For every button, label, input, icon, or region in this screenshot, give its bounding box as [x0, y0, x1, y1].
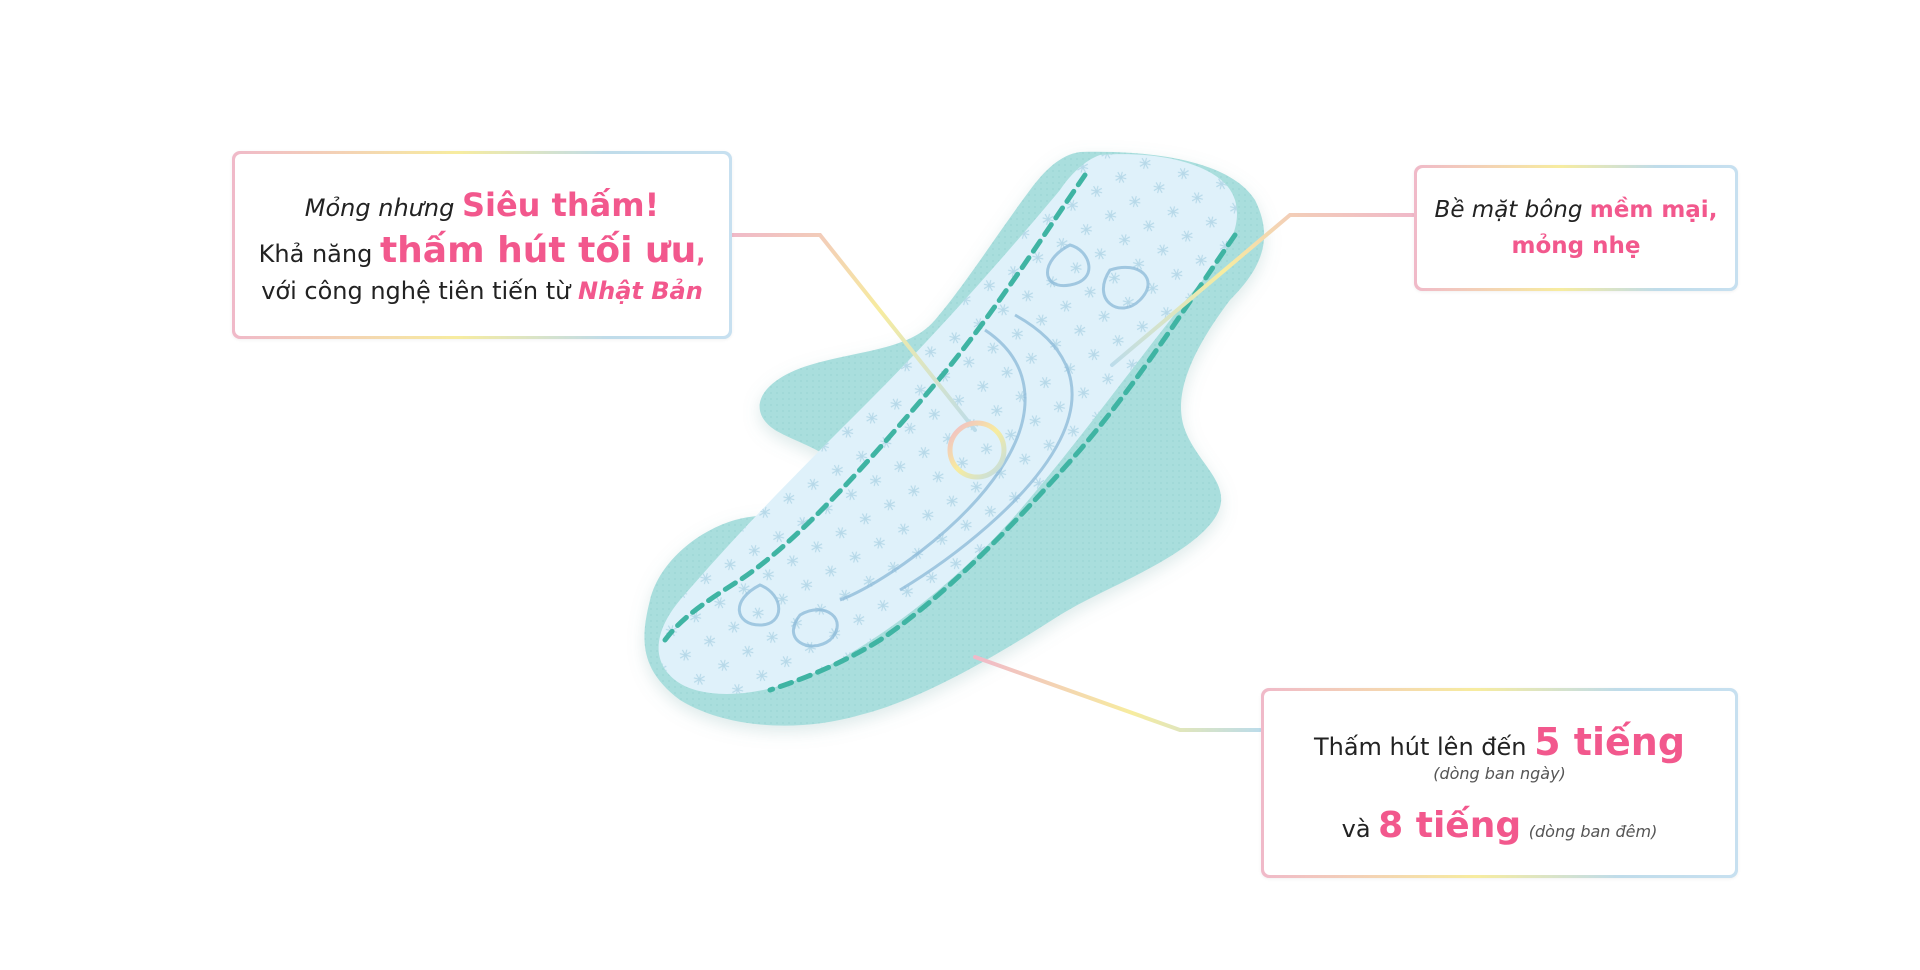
duration-line-2-prefix: và	[1341, 815, 1379, 843]
callout-absorbency-content: Mỏng nhưng Siêu thấm! Khả năng thấm hút …	[235, 154, 729, 336]
absorbency-line-2-prefix: Khả năng	[258, 239, 380, 268]
surface-line-2: mỏng nhẹ	[1512, 228, 1641, 264]
surface-line-1-highlight: mềm mại,	[1589, 197, 1718, 223]
connector-lines	[726, 213, 1415, 732]
callout-duration: Thấm hút lên đến 5 tiếng (dòng ban ngày)…	[1261, 688, 1738, 878]
duration-day-note: (dòng ban ngày)	[1433, 764, 1566, 783]
duration-line-2: và 8 tiếng (dòng ban đêm)	[1342, 805, 1658, 846]
absorbency-line-2: Khả năng thấm hút tối ưu,	[259, 230, 706, 271]
callout-surface-content: Bề mặt bông mềm mại, mỏng nhẹ	[1417, 168, 1735, 288]
absorbency-line-3: với công nghệ tiên tiến từ Nhật Bản	[261, 277, 703, 305]
pad-core	[658, 154, 1238, 694]
duration-line-2-highlight: 8 tiếng	[1378, 805, 1522, 846]
callout-duration-content: Thấm hút lên đến 5 tiếng (dòng ban ngày)…	[1264, 691, 1735, 875]
surface-line-2-highlight: mỏng nhẹ	[1511, 233, 1641, 259]
absorbency-line-3-prefix: với công nghệ tiên tiến từ	[261, 276, 579, 305]
duration-line-1-highlight: 5 tiếng	[1534, 720, 1686, 764]
absorbency-line-1: Mỏng nhưng Siêu thấm!	[305, 186, 659, 224]
duration-line-1-prefix: Thấm hút lên đến	[1313, 733, 1535, 761]
absorbency-line-1-prefix: Mỏng nhưng	[304, 193, 462, 222]
absorbency-line-2-highlight: thấm hút tối ưu	[379, 229, 697, 271]
duration-line-1: Thấm hút lên đến 5 tiếng	[1314, 720, 1685, 764]
absorbency-line-3-highlight: Nhật Bản	[578, 276, 703, 305]
focus-ring	[947, 420, 1007, 480]
callout-surface: Bề mặt bông mềm mại, mỏng nhẹ	[1414, 165, 1738, 291]
absorbency-line-1-highlight: Siêu thấm!	[461, 185, 660, 224]
absorbency-line-2-suffix: ,	[696, 239, 706, 268]
callout-absorbency: Mỏng nhưng Siêu thấm! Khả năng thấm hút …	[232, 151, 732, 339]
surface-line-1-prefix: Bề mặt bông	[1434, 197, 1590, 223]
surface-line-1: Bề mặt bông mềm mại,	[1435, 192, 1718, 228]
duration-night-note: (dòng ban đêm)	[1528, 822, 1658, 841]
